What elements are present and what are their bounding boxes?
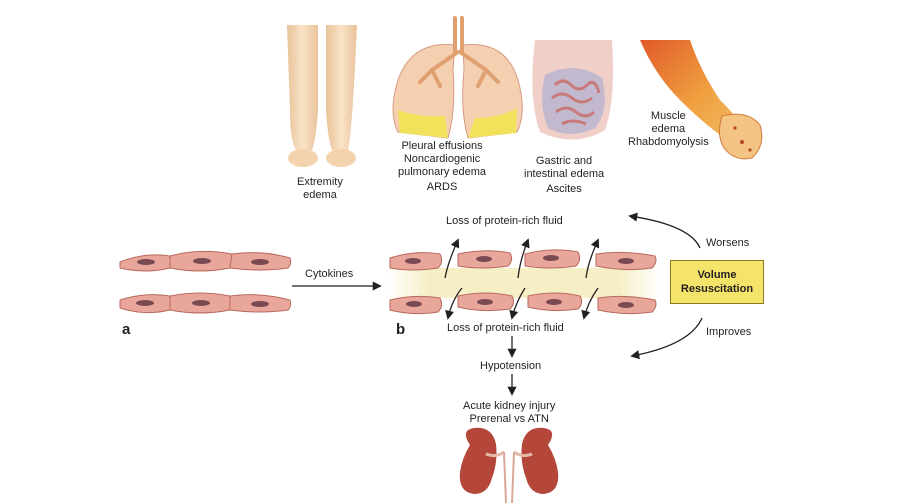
volume-resuscitation-box: Volume Resuscitation [670,260,764,304]
lungs-illustration [392,16,523,139]
label-gut: Gastric and intestinal edema Ascites [524,155,604,196]
label-line: Rhabdomyolysis [628,136,709,148]
label-worsens: Worsens [706,237,750,249]
label-cytokines: Cytokines [305,268,354,280]
box-line: Volume [697,269,737,281]
label-line: pulmonary edema [398,166,487,178]
improves-arrow [630,317,703,360]
label-aki: Acute kidney injury Prerenal vs ATN [463,400,555,426]
label-line: edema [303,189,337,201]
label-line: Extremity [297,176,343,188]
label-line: Ascites [546,183,582,195]
worsens-arrow [628,212,701,249]
abdomen-illustration [532,40,614,140]
leak-arrows-up [444,238,600,279]
label-muscle: Muscle edema Rhabdomyolysis [628,110,709,149]
label-line: Acute kidney injury [463,400,556,412]
label-line: Muscle [650,110,686,122]
label-line: ARDS [426,181,458,193]
endothelium-leaky [388,249,660,315]
endothelium-normal [119,250,292,314]
label-extremity-edema: Extremity edema [297,176,343,202]
box-line: Resuscitation [680,283,754,295]
label-hypotension: Hypotension [480,360,542,372]
label-line: Prerenal vs ATN [469,413,549,425]
label-loss-top: Loss of protein-rich fluid [446,215,563,227]
label-line: intestinal edema [524,168,605,180]
label-loss-bottom: Loss of protein-rich fluid [447,322,564,334]
label-line: Noncardiogenic [403,153,481,165]
panel-label-a: a [122,321,131,338]
label-line: edema [651,123,686,135]
label-line: Gastric and [535,155,593,167]
label-line: Pleural effusions [401,140,483,152]
label-improves: Improves [706,326,752,338]
legs-illustration [287,25,357,167]
panel-label-b: b [396,321,406,338]
arm-illustration [640,40,763,160]
leak-arrows-down [445,287,599,320]
label-lungs: Pleural effusions Noncardiogenic pulmona… [398,140,486,194]
kidneys-illustration [459,427,559,503]
